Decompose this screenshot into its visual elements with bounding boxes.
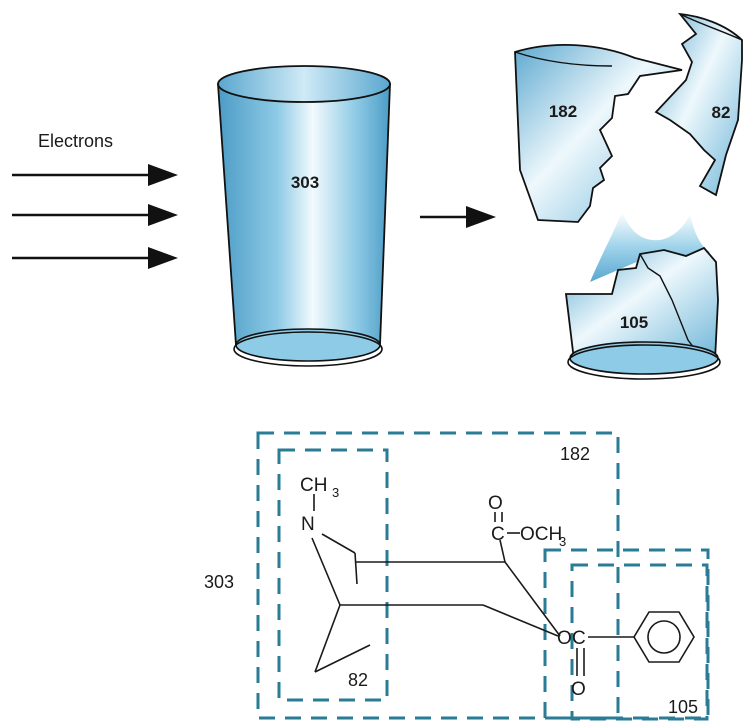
benzene-ring <box>633 611 695 663</box>
methyl-subscript: 3 <box>332 485 339 500</box>
fragment-shard-82: 82 <box>654 12 743 197</box>
molecule-mass-label: 303 <box>291 173 319 192</box>
benzoyl-oxygen: O <box>557 628 572 649</box>
molecule-skeleton: CH 3 N O C OCH 3 O C O <box>300 475 695 700</box>
electron-beam: Electrons <box>12 131 178 269</box>
electron-arrow <box>12 247 178 269</box>
group-label-182: 182 <box>560 444 590 464</box>
group-label-82: 82 <box>348 670 368 690</box>
ester-oxygen-top: O <box>488 493 503 514</box>
benzoyl-carbon: C <box>572 628 586 649</box>
group-label-105: 105 <box>668 697 698 717</box>
electron-arrow <box>12 204 178 226</box>
group-box-82 <box>277 448 389 702</box>
group-box-105-inner <box>570 563 709 721</box>
fragment-105-label: 105 <box>620 313 648 332</box>
fragment-82-label: 82 <box>712 103 731 122</box>
group-label-303: 303 <box>204 572 234 592</box>
group-box-105-outer <box>543 548 710 720</box>
ester-carbon: C <box>491 524 505 545</box>
ester-methoxy-subscript: 3 <box>559 534 566 549</box>
fragment-shard-105: 105 <box>564 212 721 380</box>
fragment-shard-182: 182 <box>514 43 683 223</box>
group-box-303 <box>256 431 620 720</box>
benzene-aromatic-circle <box>647 620 681 654</box>
nitrogen-atom: N <box>301 514 315 535</box>
reaction-arrow <box>420 206 496 228</box>
methyl-carbon: CH <box>300 475 327 496</box>
ester-methoxy: OCH <box>520 524 562 545</box>
electron-arrow <box>12 164 178 186</box>
electrons-label: Electrons <box>38 131 113 151</box>
intact-cup: 303 <box>217 65 391 367</box>
fragment-182-label: 182 <box>549 102 577 121</box>
benzoyl-oxygen-carbonyl: O <box>571 679 586 700</box>
